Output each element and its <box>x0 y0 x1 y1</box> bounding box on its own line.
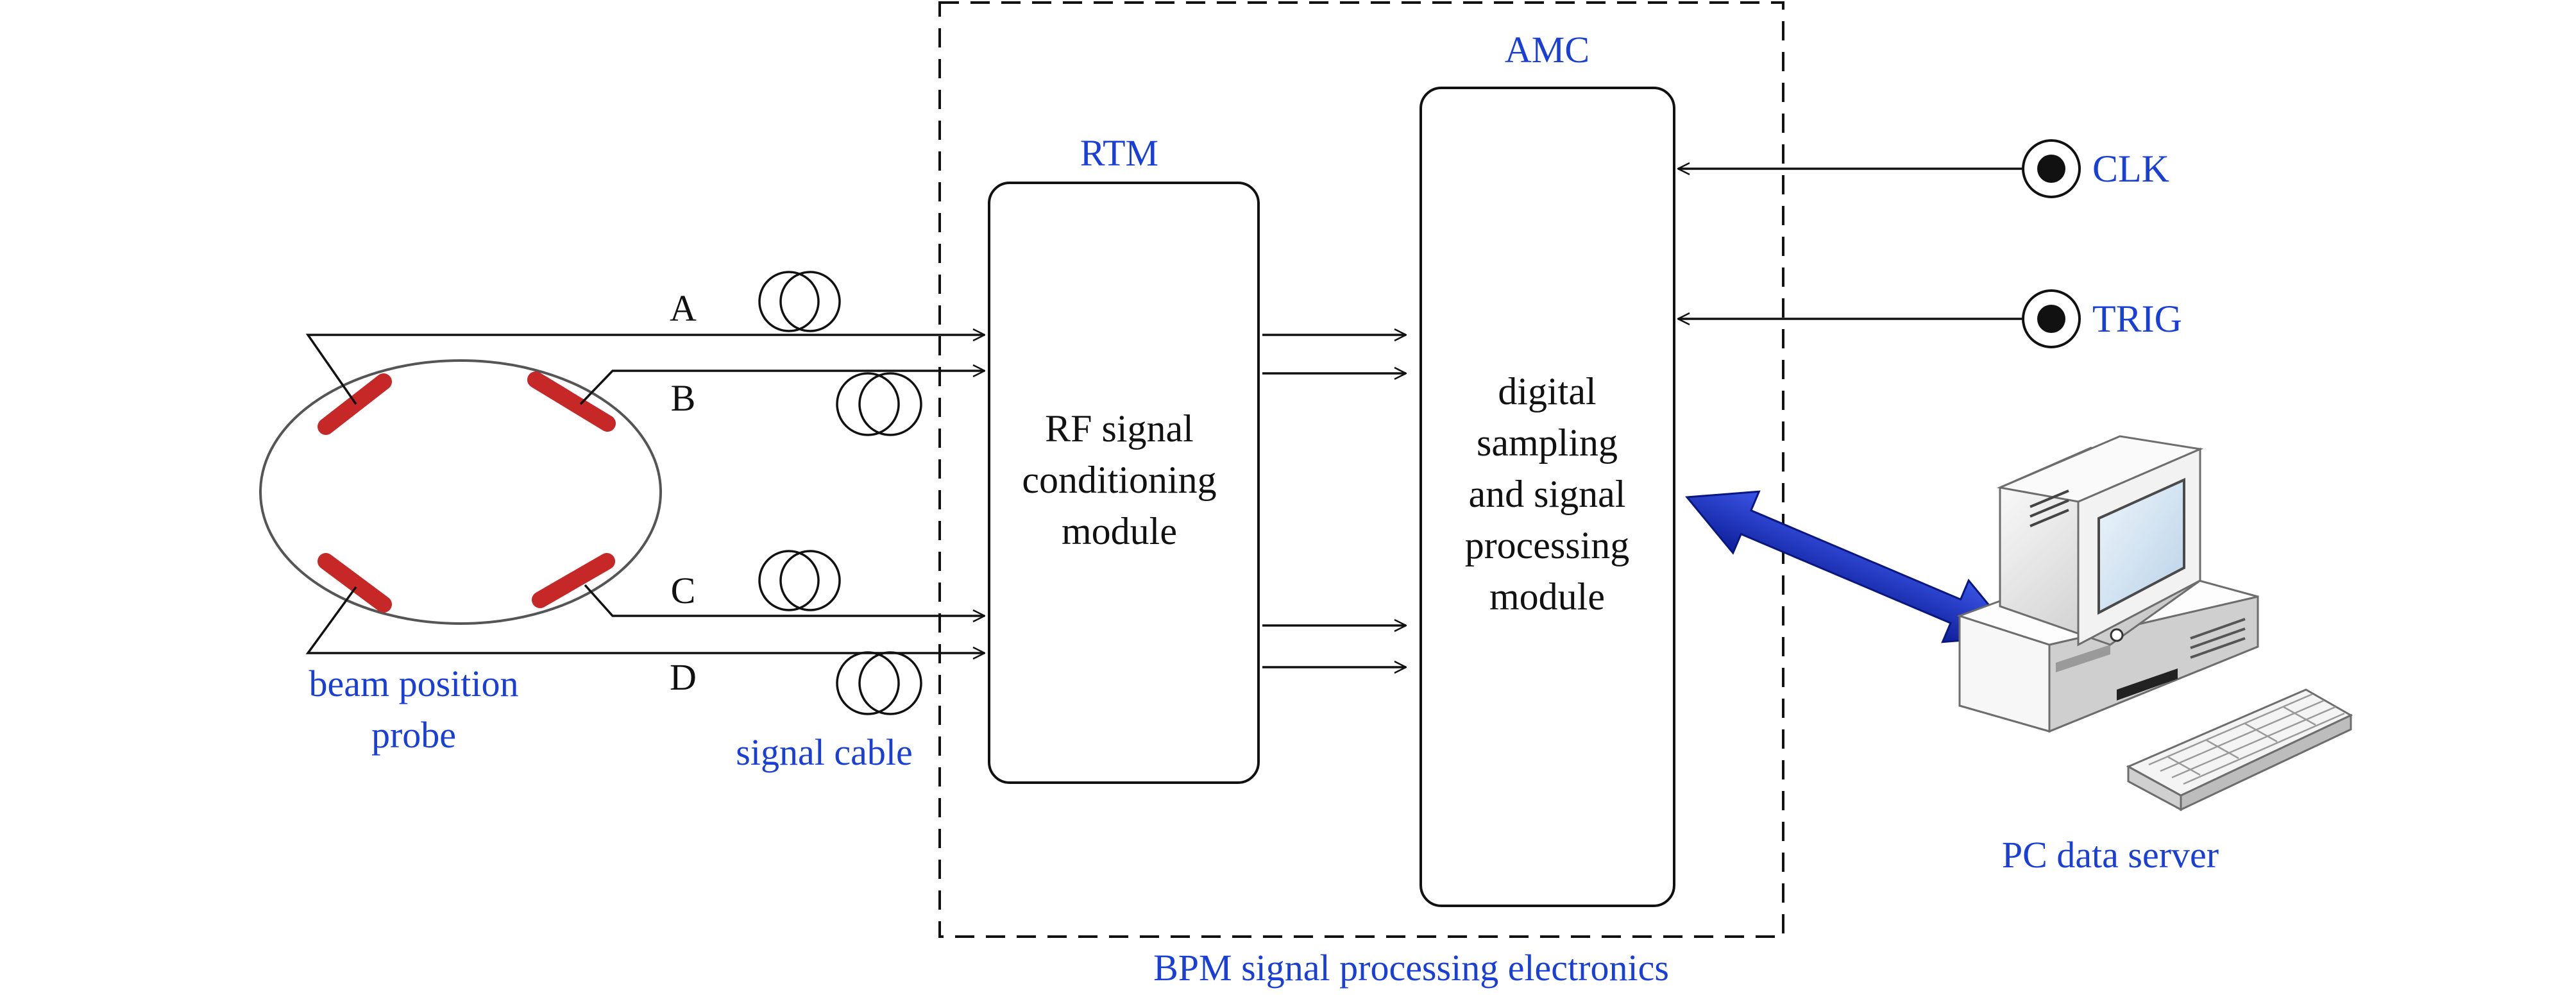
beam-position-probe <box>259 359 662 625</box>
amc-body-line3: and signal <box>1469 473 1626 515</box>
cable-coil-d <box>836 651 922 715</box>
trig-connector <box>2022 289 2081 348</box>
wire-a <box>305 335 985 405</box>
probe-ellipse <box>259 359 662 625</box>
amc-body-line4: processing <box>1465 524 1630 566</box>
rtm-module <box>988 182 1260 784</box>
rtm-to-amc-links <box>1262 335 1406 667</box>
probe-label-line2: probe <box>371 714 456 756</box>
pickup-electrode-b <box>527 371 616 432</box>
pc-label: PC data server <box>2002 834 2219 876</box>
cable-label: signal cable <box>736 731 912 773</box>
rtm-body-line3: module <box>1062 510 1177 552</box>
channel-label-c: C <box>671 570 696 611</box>
amc-title: AMC <box>1505 29 1589 71</box>
wire-b <box>579 371 985 405</box>
clk-label: CLK <box>2092 148 2169 190</box>
amc-module <box>1419 87 1675 907</box>
cable-coil-b <box>836 372 922 436</box>
electronics-enclosure <box>938 1 1784 938</box>
clk-connector <box>2022 139 2081 198</box>
keyboard-icon <box>2126 688 2353 812</box>
cable-coil-a <box>758 271 841 332</box>
probe-label-line1: beam position <box>309 663 518 704</box>
rtm-body-line1: RF signal <box>1045 407 1194 450</box>
rtm-title: RTM <box>1080 132 1158 174</box>
wire-c <box>584 584 985 616</box>
signal-wires <box>305 335 985 653</box>
pc-icon <box>1956 435 2259 733</box>
wire-d <box>305 586 985 653</box>
cable-coil-c <box>758 550 841 611</box>
pickup-electrode-c <box>318 553 392 613</box>
channel-label-b: B <box>671 377 696 419</box>
rtm-body-line2: conditioning <box>1022 459 1216 501</box>
amc-body-line1: digital <box>1498 370 1596 412</box>
enclosure-label: BPM signal processing electronics <box>1153 947 1669 989</box>
pickup-electrode-d <box>532 553 615 608</box>
amc-body-line5: module <box>1489 575 1605 618</box>
channel-label-d: D <box>670 656 697 698</box>
channel-label-a: A <box>670 287 697 329</box>
amc-body-line2: sampling <box>1477 421 1618 464</box>
trig-label: TRIG <box>2092 298 2182 340</box>
